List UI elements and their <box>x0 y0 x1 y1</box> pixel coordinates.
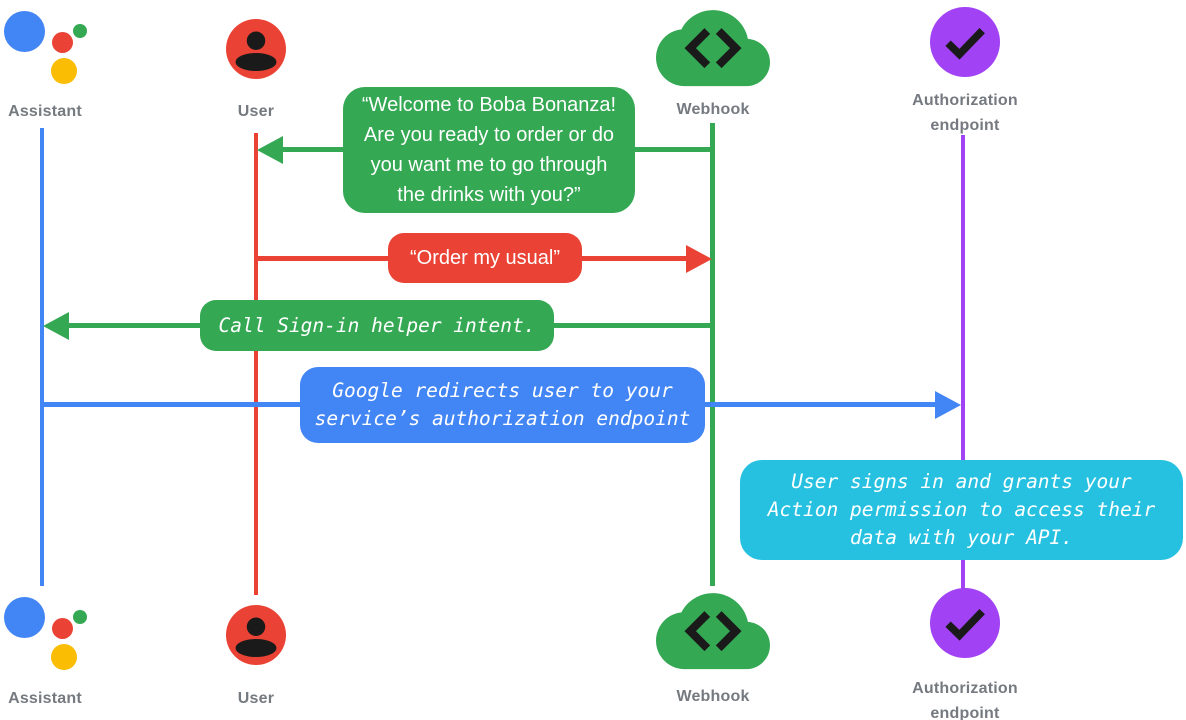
person-circle-icon <box>226 605 286 665</box>
actor-label-webhook-bottom: Webhook <box>676 688 750 705</box>
lifeline-authorization-endpoint <box>961 135 965 592</box>
redirect-line-1: Google redirects user to your <box>332 379 673 402</box>
assistant-red-dot <box>52 618 73 639</box>
assistant-blue-dot <box>4 11 45 52</box>
actor-label-assistant-bottom: Assistant <box>8 690 82 707</box>
check-circle-icon <box>930 7 1000 77</box>
redirect-message-bubble: Google redirects user to your service’s … <box>300 367 705 443</box>
auth-label-line-2: endpoint <box>930 117 1000 134</box>
actor-label-authorization-endpoint-bottom: Authorization endpoint <box>885 676 1045 720</box>
assistant-yellow-dot <box>51 58 77 84</box>
cloud-code-icon <box>656 10 770 87</box>
cloud-code-icon <box>656 593 770 670</box>
assistant-blue-dot <box>4 597 45 638</box>
lifeline-assistant <box>40 128 44 586</box>
assistant-red-dot <box>52 32 73 53</box>
actor-label-authorization-endpoint-top: Authorization endpoint <box>885 88 1045 138</box>
signin-message-bubble: Call Sign-in helper intent. <box>200 300 554 351</box>
grant-note-bubble: User signs in and grants your Action per… <box>740 460 1183 560</box>
assistant-green-dot <box>73 24 87 38</box>
actor-label-user-bottom: User <box>237 690 275 707</box>
order-text: “Order my usual” <box>409 247 561 269</box>
google-assistant-logo-icon <box>0 594 95 679</box>
order-message-bubble: “Order my usual” <box>388 233 582 283</box>
person-circle-icon <box>226 19 286 79</box>
arrowhead-right-icon <box>686 245 712 273</box>
auth-label-line-1: Authorization <box>912 92 1018 109</box>
welcome-line-1: “Welcome to Boba Bonanza! <box>361 94 617 116</box>
grant-line-1: User signs in and grants your <box>791 470 1132 493</box>
welcome-line-3: you want me to go through <box>370 154 608 176</box>
actor-label-webhook-top: Webhook <box>676 101 750 118</box>
auth-label-line-1: Authorization <box>912 680 1018 697</box>
welcome-line-4: the drinks with you?” <box>397 184 581 206</box>
lifeline-webhook <box>710 123 715 586</box>
auth-label-line-2: endpoint <box>930 705 1000 720</box>
signin-text: Call Sign-in helper intent. <box>218 313 536 337</box>
actor-label-user-top: User <box>237 103 275 120</box>
grant-line-3: data with your API. <box>849 526 1074 549</box>
google-assistant-logo-icon <box>0 8 95 93</box>
actor-label-assistant-top: Assistant <box>8 103 82 120</box>
grant-line-2: Action permission to access their <box>767 498 1156 521</box>
assistant-yellow-dot <box>51 644 77 670</box>
welcome-message-bubble: “Welcome to Boba Bonanza! Are you ready … <box>343 87 635 213</box>
lifeline-user <box>254 133 258 595</box>
redirect-line-2: service’s authorization endpoint <box>314 407 691 430</box>
check-circle-icon <box>930 588 1000 658</box>
arrowhead-left-icon <box>43 312 69 340</box>
assistant-green-dot <box>73 610 87 624</box>
welcome-line-2: Are you ready to order or do <box>363 124 615 146</box>
arrowhead-right-icon <box>935 391 961 419</box>
arrowhead-left-icon <box>257 136 283 164</box>
